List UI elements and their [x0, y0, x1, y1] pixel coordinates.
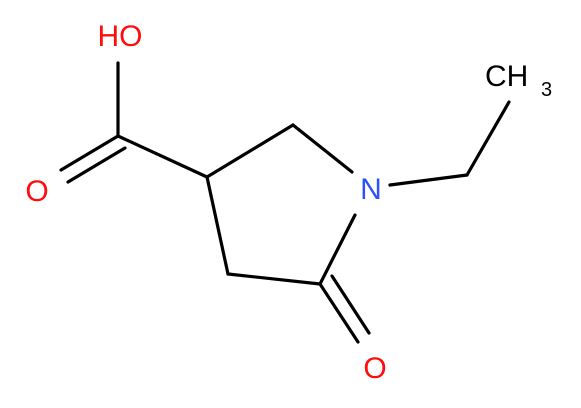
bond-c2-n	[291, 123, 354, 174]
bond-ethyl-methyl	[465, 100, 511, 177]
hydroxyl-label: HO	[98, 20, 143, 53]
bond-c3-c2	[205, 123, 295, 179]
bond-c-o-double-a	[59, 134, 120, 172]
bond-c-o-double-b	[66, 146, 127, 184]
bond-c5-n	[318, 213, 357, 286]
bond-group	[59, 61, 511, 344]
bond-c3-c4	[205, 175, 230, 276]
bond-c4-c5	[226, 272, 322, 286]
methyl-subscript: 3	[541, 79, 552, 101]
methyl-label: CH	[485, 60, 528, 93]
bond-n-ethyl	[388, 173, 469, 187]
bond-c5-o-double-a	[318, 282, 360, 344]
lactam-oxygen-label: O	[363, 352, 386, 385]
carboxyl-oxygen-label: O	[25, 175, 48, 208]
ring-nitrogen-label: N	[360, 173, 382, 206]
bond-carboxyl-ring	[116, 134, 209, 179]
bond-c5-o-double-b	[330, 274, 371, 335]
atom-label-group: HO O N O CH 3	[25, 20, 552, 385]
